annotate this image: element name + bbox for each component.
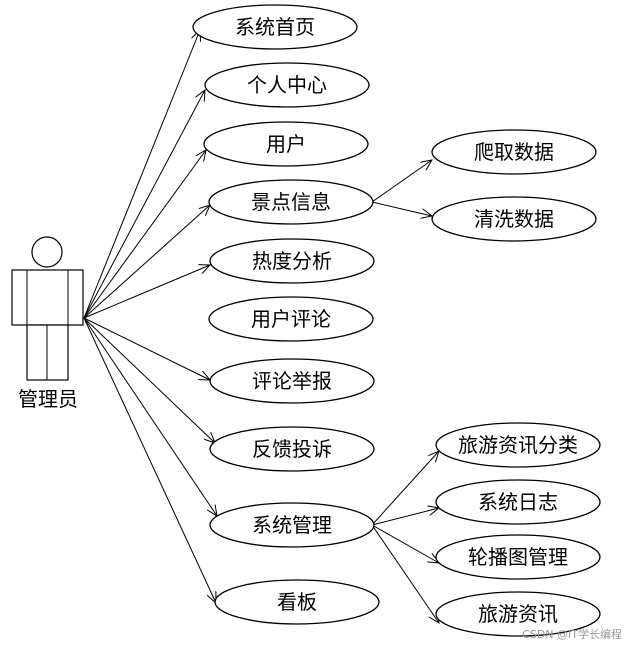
use-case-dashboard-label: 看板 <box>277 590 317 614</box>
assoc-personal-center <box>83 90 205 319</box>
assoc-heat-analysis <box>83 265 210 319</box>
use-case-home-label: 系统首页 <box>235 15 315 39</box>
use-case-travel-news-category-label: 旅游资讯分类 <box>458 433 578 457</box>
assoc-home <box>83 30 200 319</box>
actor-label: 管理员 <box>18 387 78 411</box>
use-case-crawl-data-label: 爬取数据 <box>474 140 554 164</box>
assoc-feedback <box>83 317 215 443</box>
assoc-travel-news <box>371 524 439 623</box>
assoc-comment-report <box>83 317 210 380</box>
use-case-user-comments-label: 用户评论 <box>251 307 331 331</box>
use-case-users[interactable]: 用户 <box>203 121 369 167</box>
use-case-carousel-management[interactable]: 轮播图管理 <box>435 534 601 580</box>
assoc-clean-data <box>371 201 432 216</box>
assoc-system-log <box>371 508 439 526</box>
assoc-travel-news-category <box>371 451 439 526</box>
use-case-users-label: 用户 <box>266 132 306 156</box>
assoc-carousel-management <box>371 524 439 563</box>
actor-head <box>31 236 63 268</box>
assoc-users <box>83 150 206 319</box>
use-case-feedback-label: 反馈投诉 <box>252 437 332 461</box>
use-case-system-management-label: 系统管理 <box>252 513 332 537</box>
use-case-user-comments[interactable]: 用户评论 <box>208 296 374 342</box>
watermark-text: CSDN @IT学长编程 <box>522 627 622 641</box>
use-case-personal-center-label: 个人中心 <box>247 73 327 97</box>
use-case-travel-news-label: 旅游资讯 <box>478 602 558 626</box>
use-case-travel-news[interactable]: 旅游资讯 <box>435 591 601 637</box>
use-case-home[interactable]: 系统首页 <box>192 4 358 50</box>
use-case-comment-report-label: 评论举报 <box>252 369 332 393</box>
assoc-crawl-data <box>371 160 432 203</box>
use-case-system-log-label: 系统日志 <box>478 490 558 514</box>
assoc-dashboard <box>83 317 216 603</box>
use-case-travel-news-category[interactable]: 旅游资讯分类 <box>435 422 601 468</box>
use-case-clean-data[interactable]: 清洗数据 <box>431 196 597 242</box>
use-case-clean-data-label: 清洗数据 <box>474 207 554 231</box>
use-case-personal-center[interactable]: 个人中心 <box>204 62 370 108</box>
use-case-carousel-management-label: 轮播图管理 <box>468 545 568 569</box>
assoc-scenic-info <box>83 205 210 319</box>
sub-associations <box>371 160 439 623</box>
actor-body <box>11 269 84 326</box>
use-case-dashboard[interactable]: 看板 <box>214 579 380 625</box>
use-case-feedback[interactable]: 反馈投诉 <box>209 426 375 472</box>
actor-associations <box>83 30 217 603</box>
use-case-system-management[interactable]: 系统管理 <box>209 502 375 548</box>
assoc-system-management <box>83 317 217 516</box>
use-case-comment-report[interactable]: 评论举报 <box>209 358 375 404</box>
use-case-scenic-info[interactable]: 景点信息 <box>208 179 374 225</box>
use-case-heat-analysis-label: 热度分析 <box>252 249 332 273</box>
use-case-scenic-info-label: 景点信息 <box>251 190 331 214</box>
actor-figure <box>11 236 84 381</box>
use-case-heat-analysis[interactable]: 热度分析 <box>209 238 375 284</box>
use-case-crawl-data[interactable]: 爬取数据 <box>431 129 597 175</box>
use-case-system-log[interactable]: 系统日志 <box>435 479 601 525</box>
